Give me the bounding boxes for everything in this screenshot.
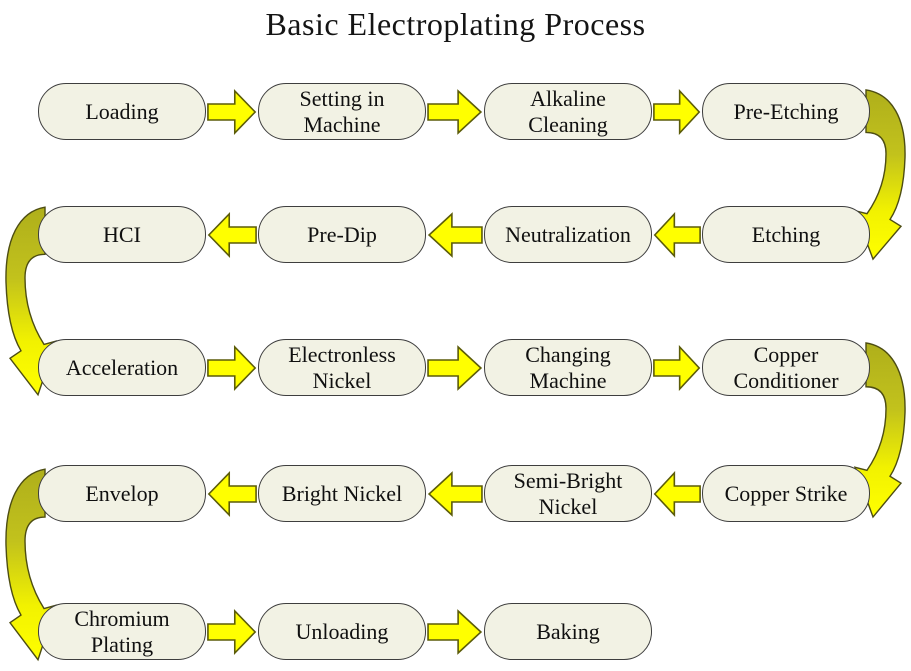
flow-arrow-shape [429,473,482,515]
step-pre-dip: Pre-Dip [258,206,426,263]
curved-arrow-shape [855,90,905,259]
step-acceleration: Acceleration [38,339,206,396]
curved-arrow-shape [6,207,56,395]
curved-arrow-shape [855,343,905,517]
step-copper-strike: Copper Strike [702,465,870,522]
flow-arrow-shape [428,611,481,653]
step-pre-etching: Pre-Etching [702,83,870,140]
step-alkaline-cleaning: Alkaline Cleaning [484,83,652,140]
flow-arrow-right [207,609,257,655]
step-chromium-plating: Chromium Plating [38,603,206,660]
flow-arrow-shape [654,91,699,133]
step-unloading: Unloading [258,603,426,660]
step-etching: Etching [702,206,870,263]
step-envelop: Envelop [38,465,206,522]
step-electronless-nickel: Electronless Nickel [258,339,426,396]
flow-arrow-shape [655,473,700,515]
row-connector-hci-to-acceleration [2,205,59,398]
step-changing-machine: Changing Machine [484,339,652,396]
flow-arrow-shape [208,347,255,389]
flow-arrow-left [207,212,257,258]
diagram-title: Basic Electroplating Process [265,6,646,42]
flow-arrow-left [207,471,257,517]
row-connector-copper-conditioner-to-copper-strike [852,341,909,520]
flow-arrow-shape [209,214,256,256]
step-semi-bright-nickel: Semi-Bright Nickel [484,465,652,522]
flow-arrow-right [207,89,257,135]
flow-arrow-right [653,345,701,391]
flow-arrow-left [427,212,483,258]
step-setting-in-machine: Setting in Machine [258,83,426,140]
flow-arrow-right [427,609,483,655]
step-neutralization: Neutralization [484,206,652,263]
flow-arrow-right [653,89,701,135]
step-copper-conditioner: Copper Conditioner [702,339,870,396]
step-baking: Baking [484,603,652,660]
flow-arrow-shape [208,611,255,653]
flow-arrow-shape [429,214,482,256]
flow-arrow-left [653,212,701,258]
flow-arrow-right [207,345,257,391]
flow-arrow-shape [208,91,255,133]
step-hci: HCI [38,206,206,263]
flow-arrow-shape [428,91,481,133]
flow-arrow-left [653,471,701,517]
flow-arrow-right [427,345,483,391]
flow-arrow-left [427,471,483,517]
flow-arrow-shape [209,473,256,515]
flow-arrow-shape [428,347,481,389]
flow-arrow-shape [654,347,699,389]
flow-arrow-shape [655,214,700,256]
row-connector-pre-etching-to-etching [852,88,909,262]
step-bright-nickel: Bright Nickel [258,465,426,522]
step-loading: Loading [38,83,206,140]
flow-arrow-right [427,89,483,135]
